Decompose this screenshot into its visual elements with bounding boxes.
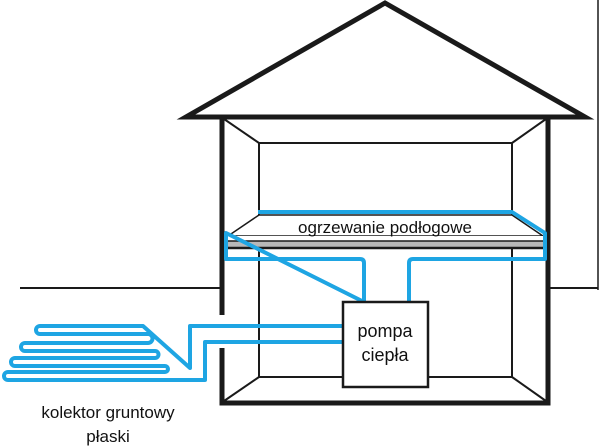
collector-label-line2: płaski xyxy=(86,427,129,446)
heat-pump-label-line1: pompa xyxy=(357,321,413,341)
floor-heating-pipe xyxy=(224,210,547,304)
collector-label-line1: kolektor gruntowy xyxy=(41,403,175,422)
floor-heating-label: ogrzewanie podłogowe xyxy=(298,218,472,237)
heat-pump: pompa ciepła xyxy=(341,300,430,389)
house-outer-wall xyxy=(219,117,551,406)
slab-gray-band xyxy=(228,241,543,248)
ground-collector-pipe xyxy=(2,324,343,382)
floor-heating-slab: ogrzewanie podłogowe xyxy=(224,210,547,304)
heat-pump-label-line2: ciepła xyxy=(361,345,409,365)
perspective-lines xyxy=(223,118,547,402)
roof xyxy=(176,0,595,120)
